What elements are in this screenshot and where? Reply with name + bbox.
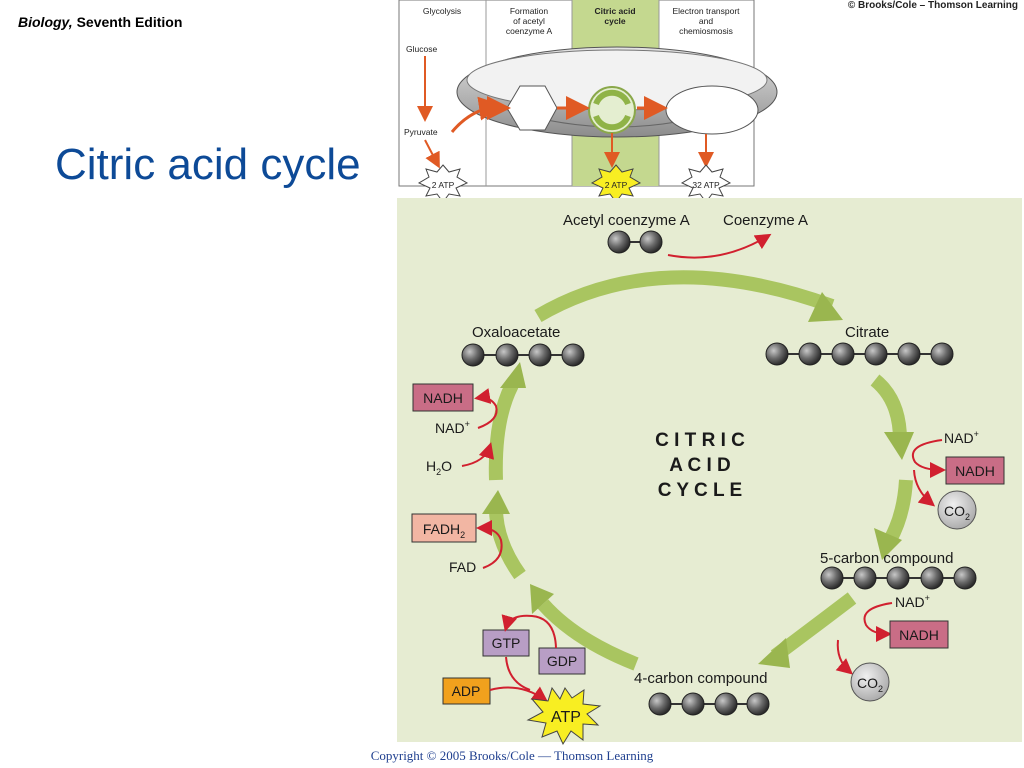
four-carbon-molecule: [648, 692, 770, 716]
cycle-panel: C I T R I C A C I D C Y C L E Acetyl coe…: [397, 198, 1022, 746]
arrow-to-oxaloacetate: [500, 362, 526, 388]
fadh2-label: FADH2: [423, 521, 465, 540]
arrow-to-citrate: [808, 292, 843, 322]
gtp-box: [482, 629, 530, 657]
mitochondrion-illustration: [450, 46, 778, 138]
h2o-label: H2O: [426, 458, 452, 477]
gdp-box: [538, 647, 586, 675]
arrow-to-5-carbon: [874, 528, 902, 560]
nad-label-3: NAD+: [435, 419, 470, 436]
five-carbon-label: 5-carbon compound: [820, 550, 953, 567]
acetyl-coa-molecule: [607, 230, 663, 254]
co2-release-arrow-2: [835, 639, 854, 675]
book-name: Biology,: [18, 14, 73, 30]
co2-label-2: CO2: [857, 675, 883, 694]
book-edition: Seventh Edition: [76, 14, 183, 30]
nadh-box-2: [889, 620, 949, 649]
arrow-from-4-carbon: [530, 584, 554, 614]
nadh-label-1: NADH: [955, 463, 995, 479]
nadh-box-3: [412, 383, 474, 412]
pyruvate-label: Pyruvate: [404, 127, 438, 137]
citrate-label: Citrate: [845, 324, 889, 341]
atp-label: ATP: [551, 709, 581, 726]
oxaloacetate-molecule: [461, 343, 585, 367]
five-carbon-molecule: [820, 566, 977, 590]
gdp-label: GDP: [547, 653, 577, 669]
adp-box: [442, 677, 491, 705]
arrow-citrate-down: [884, 432, 914, 460]
acetyl-coa-label: Acetyl coenzyme A: [563, 212, 690, 229]
gtp-to-gdp-arrow: [505, 656, 531, 691]
arrow-up-left: [482, 490, 510, 514]
glucose-label: Glucose: [406, 44, 437, 54]
atp-yield-glycolysis: 2 ATP: [432, 180, 455, 190]
atp-star: [526, 686, 602, 746]
cycle-center-line1: C I T R I C: [655, 430, 745, 451]
nad-reduction-arrow-1: [911, 439, 946, 478]
gtp-label: GTP: [492, 635, 521, 651]
gtp-formation-arrow: [501, 614, 557, 649]
nad-reduction-arrow-3: [474, 388, 498, 429]
footer-copyright: Copyright © 2005 Brooks/Cole — Thomson L…: [370, 748, 654, 763]
atp-formation-arrow: [489, 686, 549, 703]
atp-yield-electron: 32 ATP: [692, 180, 720, 190]
atp-yield-citric: 2 ATP: [605, 180, 628, 190]
coenzyme-a-label: Coenzyme A: [723, 212, 808, 229]
nad-label-2: NAD+: [895, 593, 930, 610]
fad-reduction-arrow: [476, 520, 503, 569]
arrow-to-4-carbon: [758, 638, 790, 668]
citrate-molecule: [765, 342, 954, 366]
co2-label-1: CO2: [944, 503, 970, 522]
nadh-box-1: [945, 456, 1005, 485]
adp-label: ADP: [452, 683, 481, 699]
figure-copyright: © Brooks/Cole – Thomson Learning: [847, 0, 1018, 11]
h2o-input-arrow: [461, 442, 495, 467]
fadh2-box: [411, 513, 477, 543]
cycle-center-line3: C Y C L E: [658, 480, 742, 501]
four-carbon-label: 4-carbon compound: [634, 670, 767, 687]
nad-reduction-arrow-2: [863, 602, 893, 642]
oxaloacetate-label: Oxaloacetate: [472, 324, 560, 341]
co2-release-arrow-1: [913, 469, 936, 507]
stage-glycolysis-label: Glycolysis: [423, 6, 461, 16]
co2-bubble-1: [937, 490, 977, 530]
cycle-center-line2: A C I D: [669, 455, 731, 476]
book-title: Biology, Seventh Edition: [18, 14, 182, 30]
nadh-label-2: NADH: [899, 627, 939, 643]
coenzyme-a-release-arrow: [667, 233, 772, 259]
nad-label-1: NAD+: [944, 429, 979, 446]
slide-title: Citric acid cycle: [55, 140, 361, 189]
fad-label: FAD: [449, 559, 476, 575]
co2-bubble-2: [850, 662, 890, 702]
nadh-label-3: NADH: [423, 390, 463, 406]
